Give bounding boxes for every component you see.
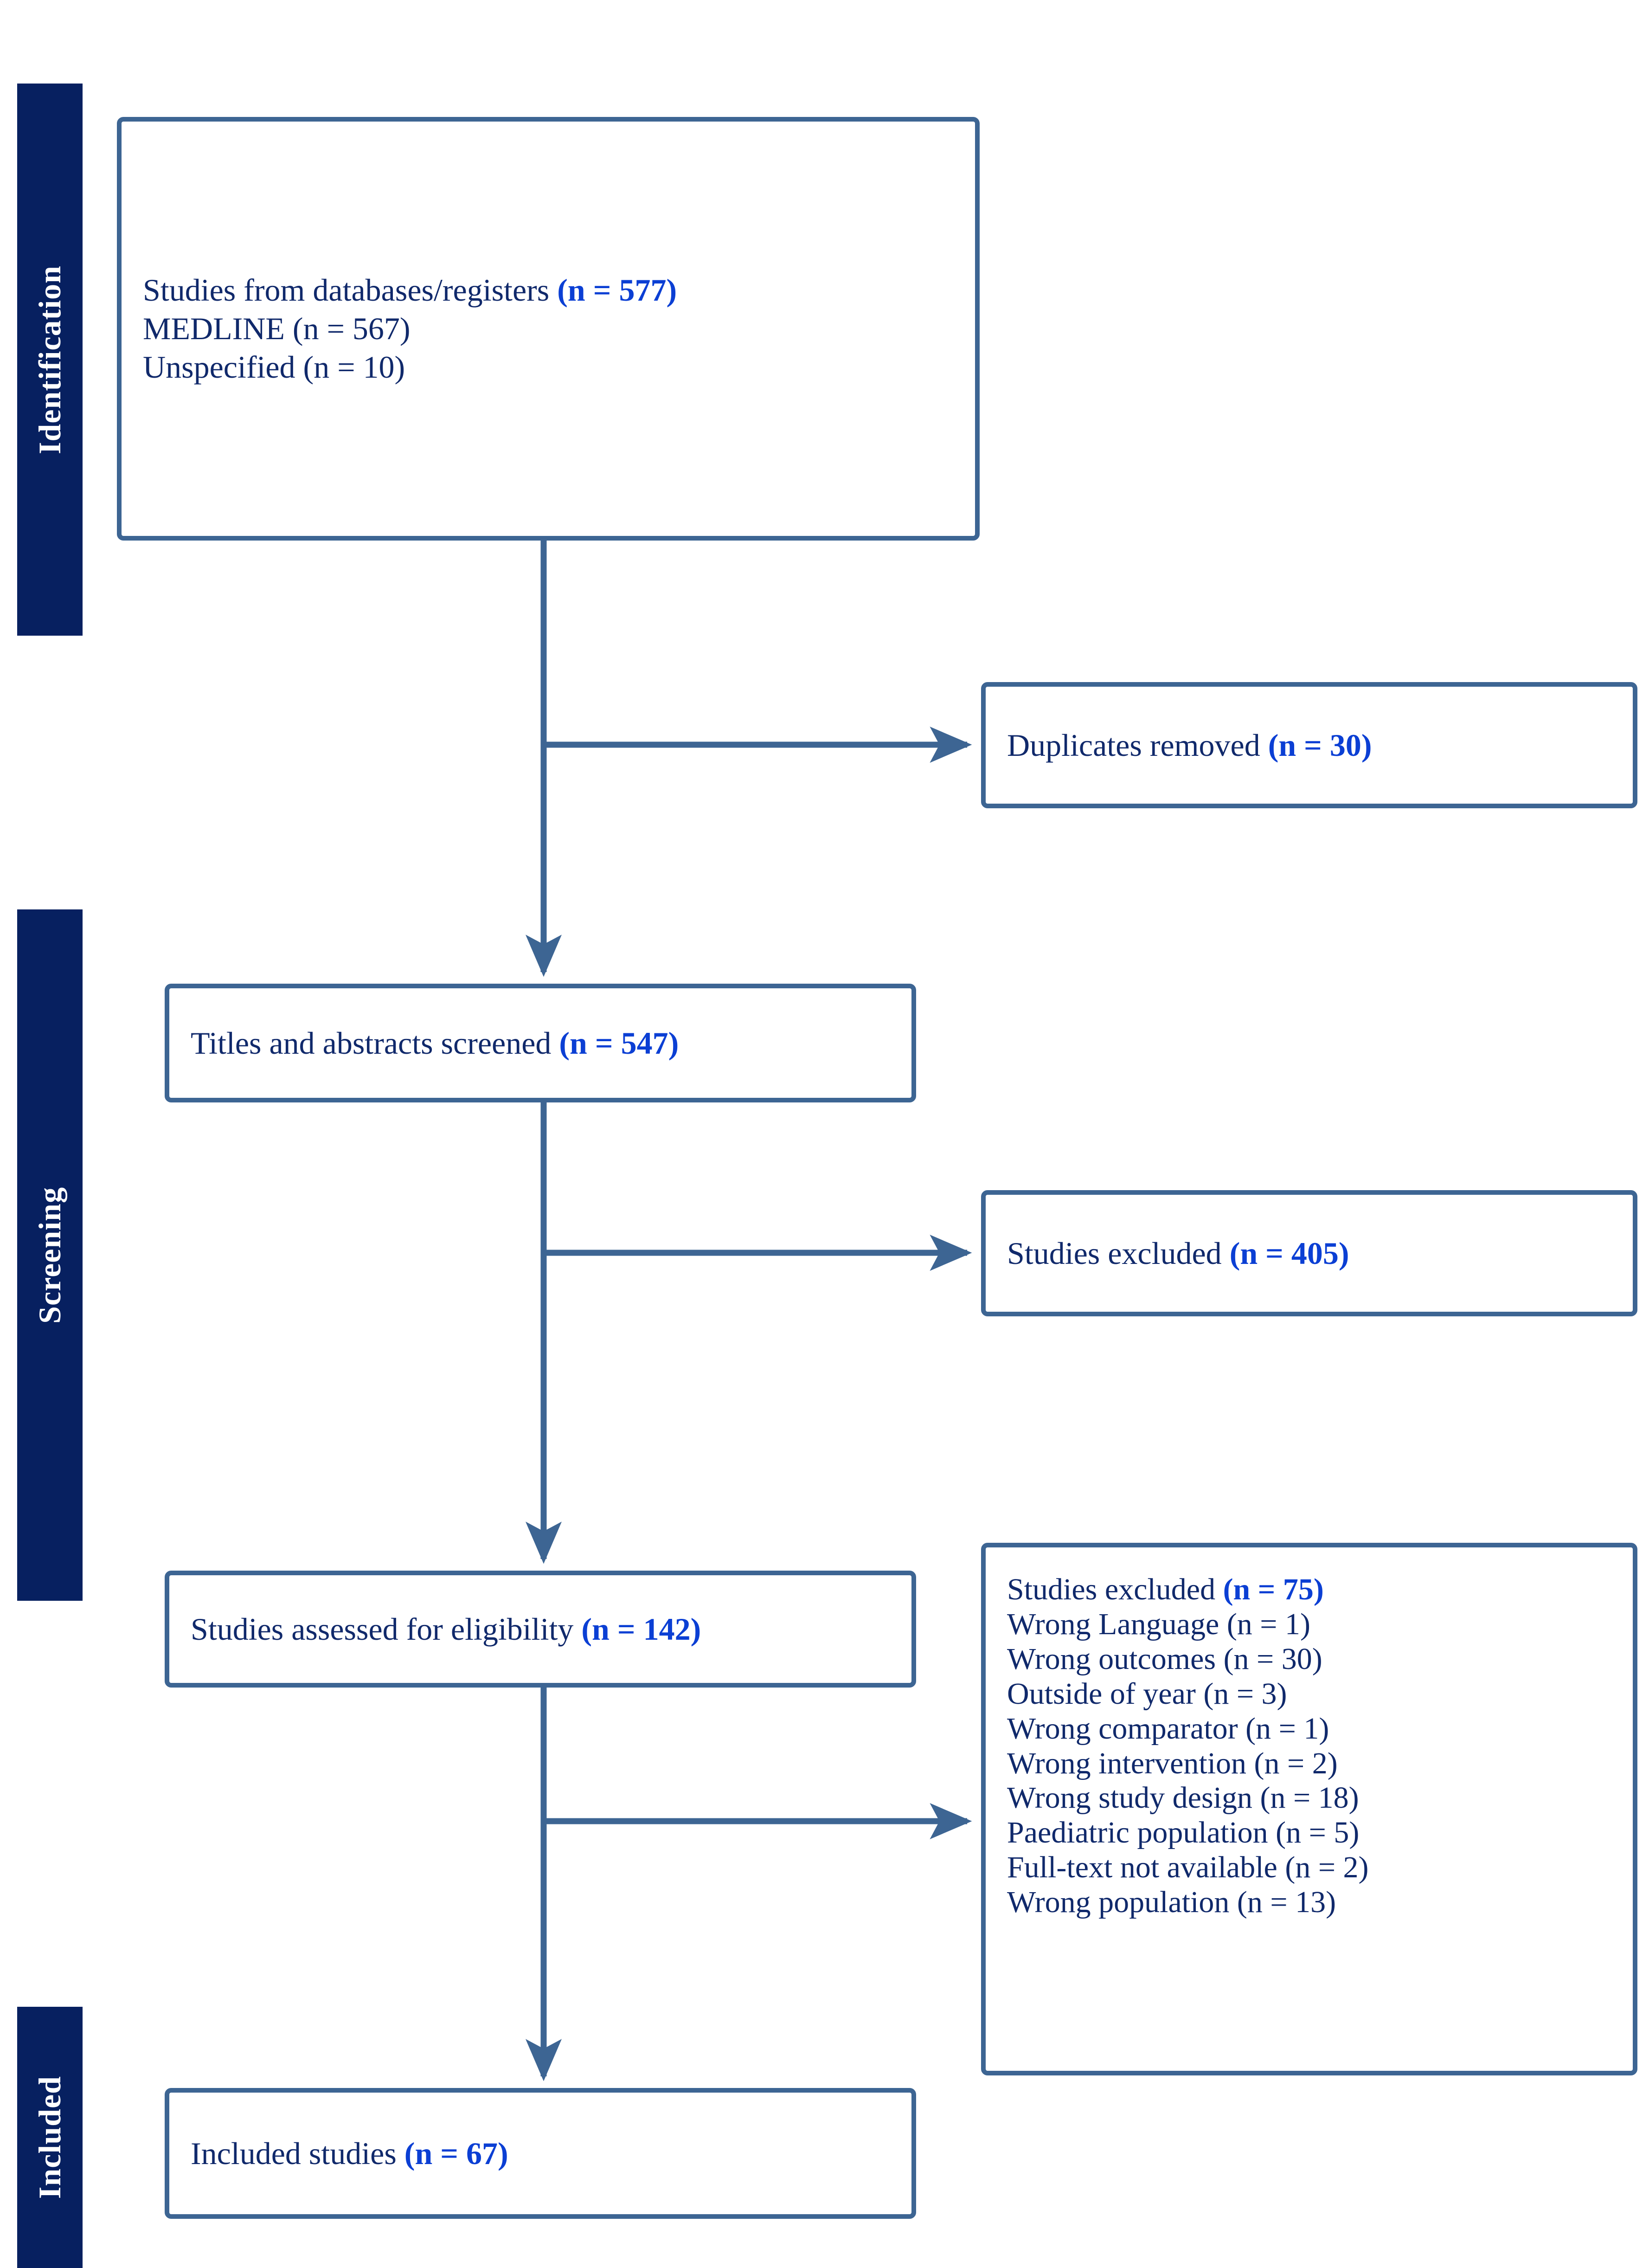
box-titles-abstracts-screened: Titles and abstracts screened (n = 547) xyxy=(165,984,916,1102)
flow-line: Studies excluded (n = 75) xyxy=(1007,1572,1611,1607)
flow-line-text: Wrong outcomes (n = 30) xyxy=(1007,1642,1322,1676)
flow-line: Wrong Language (n = 1) xyxy=(1007,1607,1611,1642)
flow-line-text: Unspecified (n = 10) xyxy=(143,349,405,385)
flow-line-text: Studies assessed for eligibility xyxy=(191,1611,582,1647)
phase-label-identification: Identification xyxy=(32,265,67,454)
flow-line: Full-text not available (n = 2) xyxy=(1007,1850,1611,1885)
flow-line-text: Wrong Language (n = 1) xyxy=(1007,1607,1311,1641)
flow-line-text: Full-text not available (n = 2) xyxy=(1007,1850,1369,1885)
flow-line: Included studies (n = 67) xyxy=(191,2134,890,2173)
phase-band-included: Included xyxy=(17,2007,83,2268)
flow-line-text: Paediatric population (n = 5) xyxy=(1007,1816,1360,1850)
flow-line: Studies from databases/registers (n = 57… xyxy=(143,271,954,309)
flow-line-text: Included studies xyxy=(191,2135,404,2171)
flow-line: Wrong outcomes (n = 30) xyxy=(1007,1642,1611,1677)
flow-line-text: Duplicates removed xyxy=(1007,727,1268,763)
flow-line-count: (n = 142) xyxy=(581,1611,701,1647)
box-studies-assessed-for-eligibility: Studies assessed for eligibility (n = 14… xyxy=(165,1571,916,1688)
flow-line: Wrong comparator (n = 1) xyxy=(1007,1712,1611,1746)
flow-line-count: (n = 75) xyxy=(1223,1572,1324,1606)
flow-line-text: Titles and abstracts screened xyxy=(191,1025,559,1061)
flow-line: Paediatric population (n = 5) xyxy=(1007,1816,1611,1850)
flow-line-text: MEDLINE (n = 567) xyxy=(143,311,411,347)
box-studies-from-databases: Studies from databases/registers (n = 57… xyxy=(117,117,980,541)
flow-line-text: Wrong population (n = 13) xyxy=(1007,1885,1336,1920)
box-included-studies: Included studies (n = 67) xyxy=(165,2088,916,2219)
flow-line: Studies excluded (n = 405) xyxy=(1007,1234,1611,1273)
flow-line: Wrong intervention (n = 2) xyxy=(1007,1746,1611,1781)
phase-band-screening: Screening xyxy=(17,909,83,1601)
flow-line-count: (n = 30) xyxy=(1268,727,1372,763)
phase-label-included: Included xyxy=(32,2076,67,2199)
flow-line: MEDLINE (n = 567) xyxy=(143,309,954,348)
flow-line-count: (n = 577) xyxy=(557,272,677,308)
flow-line-text: Studies from databases/registers xyxy=(143,272,558,308)
flow-line-count: (n = 405) xyxy=(1229,1235,1349,1271)
flow-line-text: Wrong intervention (n = 2) xyxy=(1007,1746,1338,1780)
phase-label-screening: Screening xyxy=(32,1186,67,1324)
flow-line-text: Studies excluded xyxy=(1007,1572,1223,1606)
box-studies-excluded-screening: Studies excluded (n = 405) xyxy=(981,1190,1637,1316)
flow-line-text: Wrong study design (n = 18) xyxy=(1007,1781,1359,1815)
box-studies-excluded-with-reasons: Studies excluded (n = 75)Wrong Language … xyxy=(981,1543,1637,2075)
flow-line-text: Wrong comparator (n = 1) xyxy=(1007,1711,1329,1746)
phase-band-identification: Identification xyxy=(17,84,83,636)
flow-line: Studies assessed for eligibility (n = 14… xyxy=(191,1610,890,1649)
flow-line: Titles and abstracts screened (n = 547) xyxy=(191,1024,890,1063)
flow-line-text: Outside of year (n = 3) xyxy=(1007,1676,1287,1711)
flow-line: Outside of year (n = 3) xyxy=(1007,1677,1611,1712)
flow-line: Wrong population (n = 13) xyxy=(1007,1885,1611,1920)
box-duplicates-removed: Duplicates removed (n = 30) xyxy=(981,682,1637,808)
flow-line: Duplicates removed (n = 30) xyxy=(1007,726,1611,765)
flow-line: Wrong study design (n = 18) xyxy=(1007,1781,1611,1816)
flow-line-count: (n = 67) xyxy=(404,2135,508,2171)
flow-line: Unspecified (n = 10) xyxy=(143,348,954,387)
flow-line-count: (n = 547) xyxy=(559,1025,679,1061)
flow-line-text: Studies excluded xyxy=(1007,1235,1230,1271)
